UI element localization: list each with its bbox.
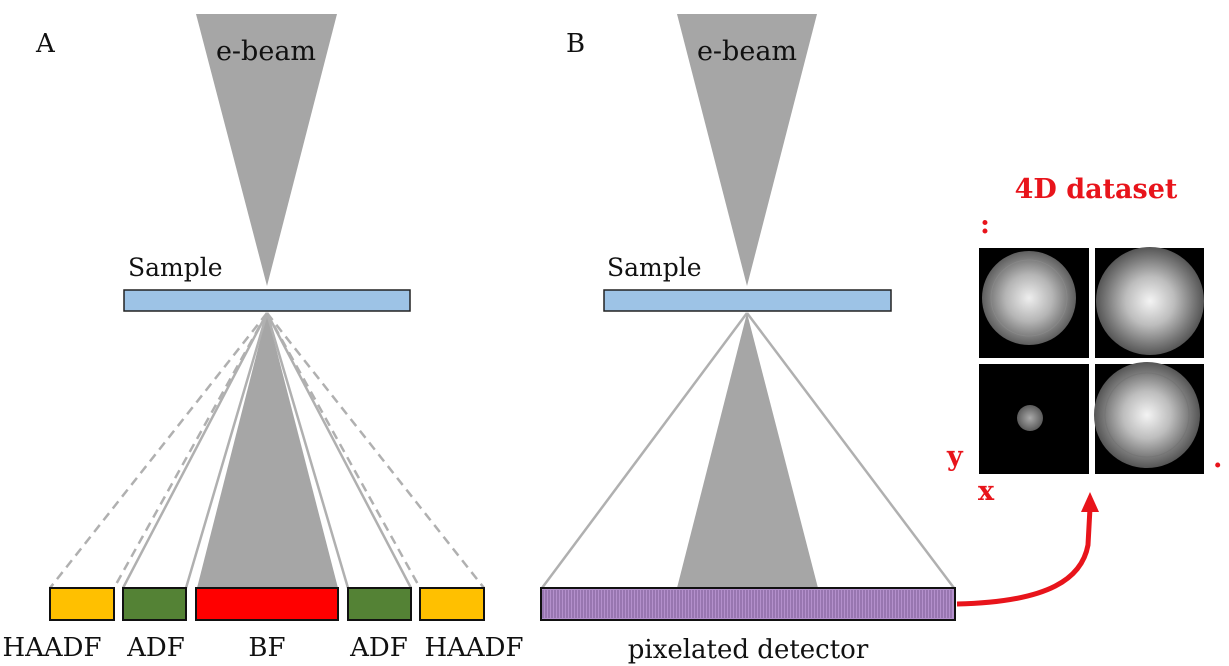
adf-label-left: ADF [126, 633, 185, 663]
panel-b-bf-cone [677, 313, 818, 588]
adf-detector-left [122, 587, 187, 621]
panel-a-ebeam-label: e-beam [216, 36, 316, 67]
pixelated-detector-label: pixelated detector [628, 635, 869, 665]
panel-b-ebeam-cone [677, 14, 817, 286]
panel-a-sample-slab [123, 289, 411, 312]
adf-label-right: ADF [349, 633, 408, 663]
tile-bottom-left-disk [1017, 405, 1043, 431]
pixelated-detector [541, 588, 955, 620]
dataset-arrow-head [1081, 492, 1099, 512]
panel-a-label: A [35, 29, 56, 59]
tile-bottom-right-disk [1094, 362, 1200, 468]
panel-b-ebeam-label: e-beam [697, 36, 797, 67]
adf-detector-right [347, 587, 412, 621]
dataset-arrow [956, 507, 1093, 607]
bf-label: BF [248, 633, 285, 663]
panel-a-sample-label: Sample [128, 253, 223, 282]
panel-a-ebeam-cone [196, 14, 337, 286]
panel-b-sample-slab [603, 289, 892, 312]
panel-a-haadf-lines [49, 312, 485, 589]
dataset-dots-top: : [980, 209, 990, 240]
panel-b-label: B [566, 29, 585, 59]
haadf-label-left: HAADF [2, 633, 101, 663]
pixelated-detector-border [540, 587, 956, 621]
haadf-detector-left [49, 587, 115, 621]
dataset-dot-right: . [1213, 443, 1222, 474]
panel-b-sample-label: Sample [607, 253, 702, 282]
haadf-label-right: HAADF [424, 633, 523, 663]
tile-top-left-disk [982, 251, 1076, 345]
dataset-tiles [979, 247, 1204, 474]
dataset-x-label: x [978, 476, 995, 507]
dataset-y-label: y [946, 441, 964, 472]
tile-top-right-disk [1096, 247, 1204, 355]
bf-detector [195, 587, 339, 621]
panel-b-scatter-lines [540, 312, 955, 589]
panel-a-adf-lines [121, 312, 413, 589]
dataset-title: 4D dataset [1015, 174, 1178, 205]
haadf-detector-right [419, 587, 485, 621]
panel-a-bf-cone [197, 313, 338, 588]
pixelated-detector-pixels [542, 590, 952, 618]
